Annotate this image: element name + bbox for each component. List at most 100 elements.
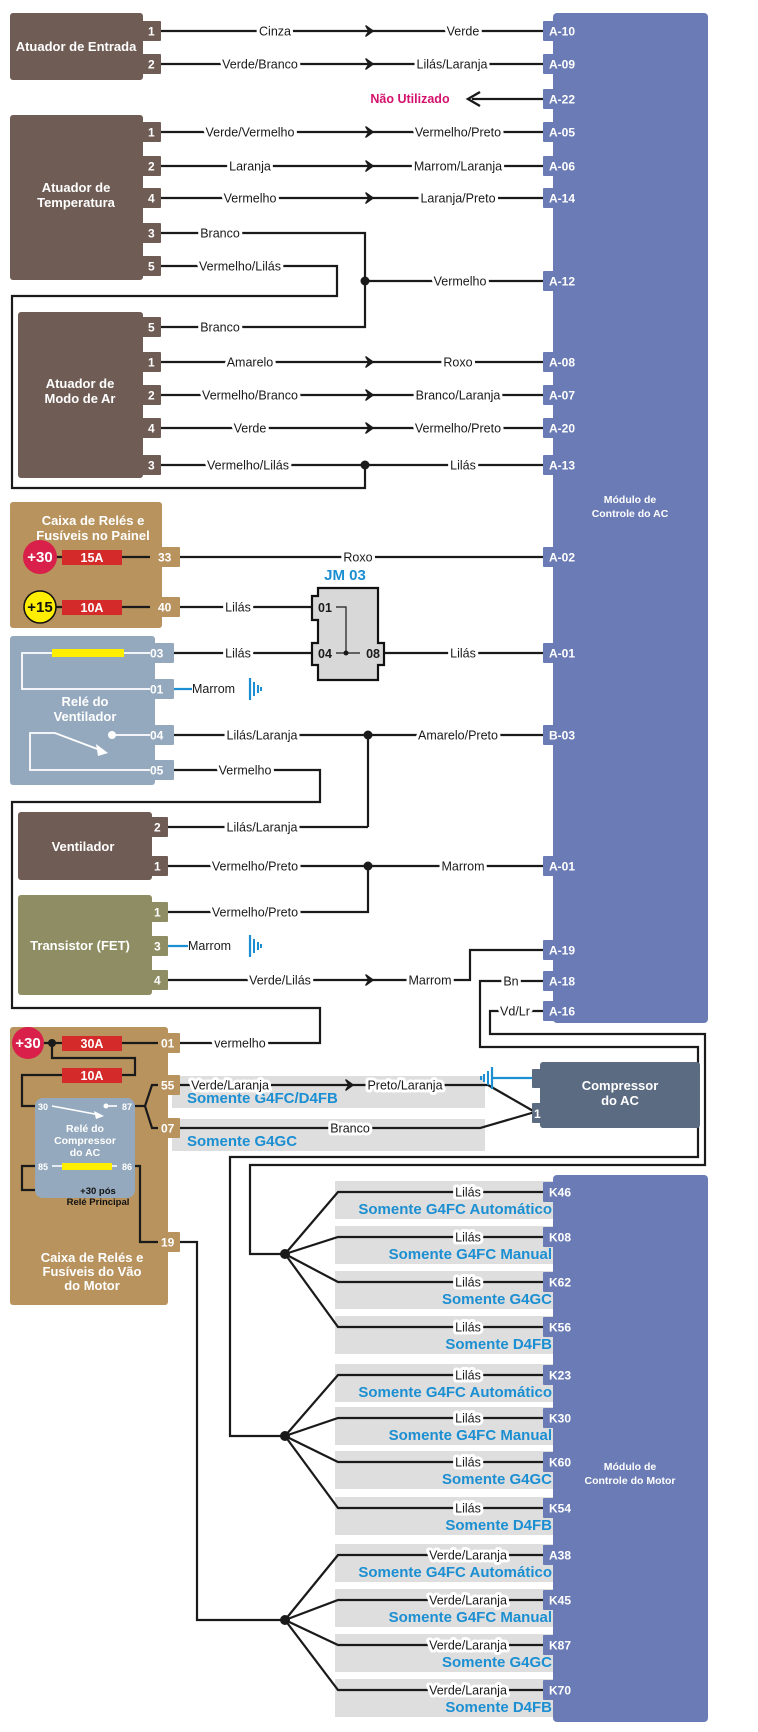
wire-label: Lilás (455, 1412, 481, 1426)
pin-label: K70 (549, 1684, 571, 1698)
relay-note: Relé Principal (67, 1197, 130, 1208)
ecm-pin (543, 1317, 578, 1337)
variant-note: Somente G4FC Automático (358, 1564, 552, 1581)
fan-relay-pin (152, 760, 174, 780)
ac-module-pin (543, 54, 578, 74)
air-mode-actuator-pin (141, 455, 161, 475)
pin-label: A-01 (549, 647, 575, 661)
note-band (335, 1589, 555, 1627)
fan-pin (150, 856, 168, 876)
wire (143, 1105, 158, 1130)
wire-label: Marrom (192, 682, 235, 696)
relay-contact (103, 1103, 109, 1109)
ecm-pin (543, 1545, 578, 1565)
junction-dot (363, 730, 373, 740)
jm-internal (336, 606, 347, 653)
intake-actuator-label: Atuador de Entrada (16, 39, 137, 54)
fuse-label: 10A (81, 601, 104, 615)
pin-label: 2 (148, 58, 155, 72)
wire (20, 1073, 62, 1108)
wire (133, 1083, 158, 1108)
fan-relay (10, 636, 155, 785)
temperature-actuator (10, 115, 143, 280)
variant-note: Somente G4FC Manual (389, 1246, 552, 1263)
wire (284, 1253, 543, 1284)
air-mode-actuator-label: Modo de Ar (44, 391, 115, 406)
relay-coil (62, 1163, 112, 1170)
wire-direction-arrow-icon (365, 974, 374, 986)
note-band (172, 1076, 485, 1108)
engine-control-module (553, 1175, 708, 1722)
wire-label: Marrom (408, 974, 451, 988)
wire (168, 866, 370, 914)
wire-label: Vermelho/Lilás (199, 260, 281, 274)
ecm-pin (543, 1408, 578, 1428)
pin-label: A-19 (549, 944, 575, 958)
note-band (335, 1226, 555, 1264)
pin-label: K23 (549, 1369, 571, 1383)
wire-label: Lilás/Laranja (227, 729, 298, 743)
transistor-fet (18, 895, 152, 995)
pin-label: K62 (549, 1276, 571, 1290)
wire-direction-arrow-icon (365, 356, 374, 368)
dash-fuse-box-label: Fusíveis no Painel (36, 528, 149, 543)
wire (10, 264, 367, 490)
pin-label: 1 (148, 356, 155, 370)
wire-label: Branco (200, 227, 240, 241)
fuse-30a (62, 1036, 122, 1051)
variant-note: Somente G4GC (442, 1654, 552, 1671)
wire (284, 1253, 543, 1329)
wire-label: Lilás (455, 1321, 481, 1335)
pin-label: A38 (549, 1549, 571, 1563)
pin-label: 1 (154, 906, 161, 920)
pin-label: K30 (549, 1412, 571, 1426)
pin-label: K08 (549, 1231, 571, 1245)
fuse-label: 30A (81, 1037, 104, 1051)
wire-label: Vermelho/Branco (202, 389, 298, 403)
note-band (335, 1451, 555, 1489)
fan-label: Ventilador (52, 839, 115, 854)
variant-note: Somente G4FC/D4FB (187, 1090, 338, 1107)
variant-note: Somente G4FC Automático (358, 1384, 552, 1401)
variant-note: Somente G4FC Manual (389, 1609, 552, 1626)
compressor-label: Compressor (582, 1078, 659, 1093)
wire (284, 1553, 543, 1621)
ac-module-pin (543, 156, 578, 176)
variant-note: Somente G4GC (187, 1133, 297, 1150)
compressor-pin-label: 1 (534, 1107, 541, 1121)
pin-label: A-07 (549, 389, 575, 403)
junction-dot (280, 1249, 290, 1259)
pin-label: 05 (150, 764, 164, 778)
air-mode-actuator-pin (141, 317, 161, 337)
temperature-actuator-pin (141, 188, 161, 208)
wire (50, 1043, 137, 1077)
junction-dot (48, 1039, 56, 1047)
pin-label: 2 (154, 821, 161, 835)
compressor-ground-pin (532, 1069, 546, 1088)
jm03-pin: 04 (318, 647, 332, 661)
plus30-supply-icon (12, 1027, 44, 1059)
wire-label: Roxo (343, 551, 372, 565)
pin-label: 01 (150, 683, 164, 697)
wire (284, 1619, 543, 1647)
relay-switch (29, 732, 150, 771)
relay-coil (52, 649, 124, 657)
variant-note: Somente G4GC (442, 1471, 552, 1488)
wire (10, 768, 322, 1045)
jm03-pin: 08 (366, 647, 380, 661)
wire-label: Laranja (229, 160, 271, 174)
engine-fuse-box-label: Caixa de Relés e (41, 1250, 144, 1265)
ecm-pin (543, 1365, 578, 1385)
wire (248, 1009, 707, 1256)
note-band (335, 1181, 555, 1219)
ecm-pin (543, 1680, 578, 1700)
ecm-pin (543, 1498, 578, 1518)
ac-module-pin (543, 856, 578, 876)
fan-relay-label: Ventilador (54, 709, 117, 724)
note-band (335, 1497, 555, 1535)
pin-label: 3 (148, 227, 155, 241)
junction-dot (363, 861, 373, 871)
relay-switch-arrow-icon (94, 1111, 104, 1119)
relay-pin: 87 (122, 1102, 132, 1112)
pin-label: A-18 (549, 975, 575, 989)
